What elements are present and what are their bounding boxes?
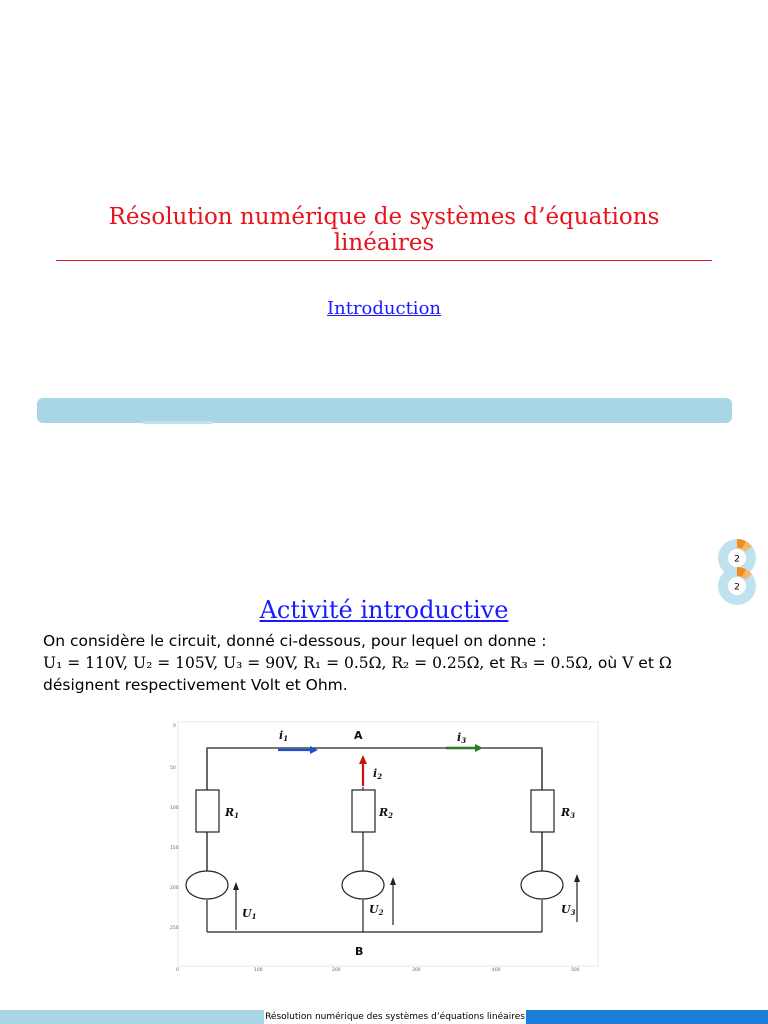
source-u1: [185, 870, 229, 900]
x-tick-400: 400: [492, 967, 501, 972]
label-u1: U: [242, 907, 253, 920]
progress-ring-1-label: 2: [734, 555, 740, 565]
values-v-symbol: V: [622, 654, 634, 672]
values-list: U₁ = 110V, U₂ = 105V, U₃ = 90V, R₁ = 0.5…: [43, 654, 485, 672]
footer: Résolution numérique des systèmes d’équa…: [0, 1010, 768, 1024]
current-arrowhead-i2: [359, 755, 367, 764]
svg-text:U1: U1: [242, 907, 256, 921]
values-r3: R₃ = 0.5Ω,: [509, 654, 593, 672]
footer-right-band: [526, 1010, 768, 1024]
label-i3: i: [457, 731, 461, 744]
values-ohm-symbol: Ω: [658, 654, 672, 672]
label-i2: i: [373, 767, 377, 780]
resistor-r3: [530, 789, 555, 833]
document-title: Résolution numérique de systèmes d’équat…: [56, 204, 712, 261]
x-tick-100: 100: [254, 967, 263, 972]
y-tick-100: 100: [170, 805, 179, 811]
label-r3: R: [560, 806, 570, 819]
label-r1: R: [224, 806, 234, 819]
source-u3: [520, 870, 564, 900]
values-and: et: [484, 654, 510, 672]
svg-text:U2: U2: [369, 903, 384, 917]
values-et: et: [633, 654, 659, 672]
current-arrowhead-i3: [475, 744, 483, 752]
progress-widget[interactable]: 2 2: [716, 538, 758, 608]
svg-text:R2: R2: [378, 806, 393, 820]
y-tick-150: 150: [170, 845, 179, 851]
resistor-r1: [195, 789, 220, 833]
svg-text:i2: i2: [373, 767, 382, 781]
y-tick-200: 200: [170, 885, 179, 891]
section-heading: Introduction: [0, 298, 768, 319]
svg-text:U3: U3: [561, 903, 576, 917]
y-tick-250: 250: [170, 925, 179, 931]
footer-left-band: [0, 1010, 264, 1024]
progress-ring-2-label: 2: [734, 583, 740, 593]
values-where: où: [592, 654, 623, 672]
label-i1: i: [279, 729, 283, 742]
svg-text:i1: i1: [279, 729, 288, 743]
x-tick-300: 300: [412, 967, 421, 972]
axis-ticks: 0 50 100 150 200 250 0 100 200 300 400 5…: [170, 723, 580, 973]
x-tick-200: 200: [332, 967, 341, 972]
resistor-r2: [351, 789, 376, 833]
section-link-introduction[interactable]: Introduction: [327, 298, 441, 319]
label-u2: U: [369, 903, 380, 916]
circuit-figure: 0 50 100 150 200 250 0 100 200 300 400 5…: [170, 720, 600, 973]
y-tick-0: 0: [173, 723, 176, 729]
source-u2: [341, 870, 385, 900]
values-line: U₁ = 110V, U₂ = 105V, U₃ = 90V, R₁ = 0.5…: [43, 652, 733, 674]
label-u3: U: [561, 903, 572, 916]
footer-title: Résolution numérique des systèmes d’équa…: [264, 1010, 526, 1024]
node-a-label: A: [354, 729, 363, 742]
x-tick-0: 0: [176, 967, 179, 972]
intro-line: On considère le circuit, donné ci-dessou…: [43, 632, 547, 650]
progress-ring-2: 2: [718, 567, 756, 605]
navigation-bar-notch: [143, 421, 213, 424]
svg-text:R1: R1: [224, 806, 239, 820]
frame-body: On considère le circuit, donné ci-dessou…: [43, 630, 733, 696]
current-arrowhead-i1: [310, 746, 318, 754]
navigation-bar[interactable]: [37, 398, 732, 423]
label-r2: R: [378, 806, 388, 819]
svg-text:i3: i3: [457, 731, 466, 745]
frame-title-text: Activité introductive: [259, 596, 509, 624]
node-b-label: B: [355, 945, 363, 958]
y-tick-50: 50: [170, 765, 176, 771]
frame-title: Activité introductive: [0, 596, 768, 624]
svg-text:R3: R3: [560, 806, 575, 820]
progress-ring-1: 2: [718, 539, 756, 577]
figure-frame: [177, 721, 599, 967]
x-tick-500: 500: [571, 967, 580, 972]
definition-line: désignent respectivement Volt et Ohm.: [43, 676, 348, 694]
